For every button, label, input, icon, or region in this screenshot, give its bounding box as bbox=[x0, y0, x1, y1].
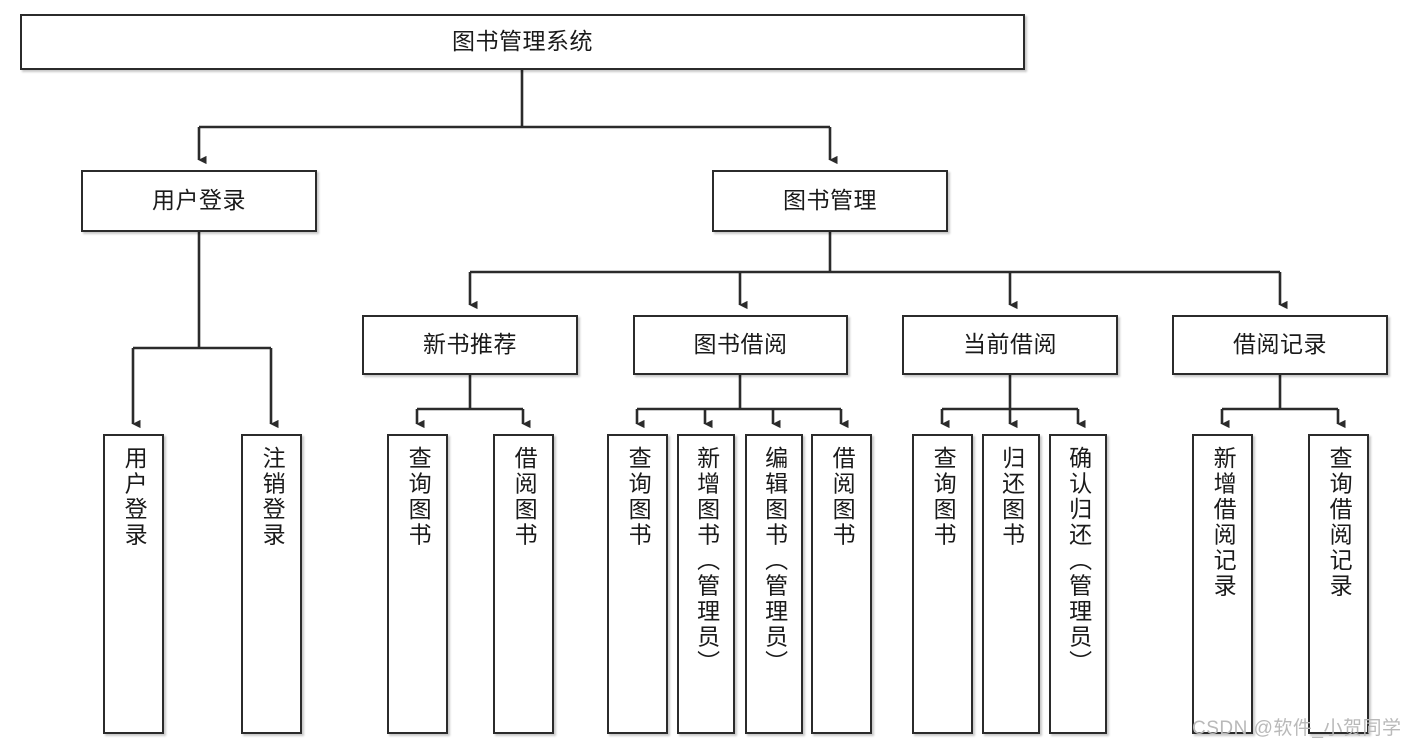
node-borrow-records-label: 借阅记录 bbox=[1233, 331, 1327, 358]
node-leaf-borrow-books-borrow[interactable]: 借阅图书 bbox=[811, 434, 872, 734]
node-leaf-edit-book-admin-label: 编辑图书（管理员） bbox=[761, 446, 788, 676]
node-current-borrow-label: 当前借阅 bbox=[963, 331, 1057, 358]
node-leaf-borrow-books-borrow-label: 借阅图书 bbox=[829, 446, 856, 548]
node-leaf-confirm-return-admin-label: 确认归还（管理员） bbox=[1065, 446, 1092, 676]
node-borrow-records[interactable]: 借阅记录 bbox=[1172, 315, 1388, 375]
node-current-borrow[interactable]: 当前借阅 bbox=[902, 315, 1118, 375]
node-root-label: 图书管理系统 bbox=[452, 28, 593, 55]
node-leaf-user-login-label: 用户登录 bbox=[121, 446, 148, 548]
node-leaf-add-borrow-record-label: 新增借阅记录 bbox=[1210, 446, 1237, 599]
node-leaf-query-books-current[interactable]: 查询图书 bbox=[912, 434, 973, 734]
node-leaf-logout[interactable]: 注销登录 bbox=[241, 434, 302, 734]
node-leaf-edit-book-admin[interactable]: 编辑图书（管理员） bbox=[745, 434, 803, 734]
node-book-management-label: 图书管理 bbox=[783, 187, 877, 214]
node-leaf-query-books-borrow[interactable]: 查询图书 bbox=[607, 434, 668, 734]
node-user-login-label: 用户登录 bbox=[152, 187, 246, 214]
node-book-management[interactable]: 图书管理 bbox=[712, 170, 948, 232]
node-leaf-logout-label: 注销登录 bbox=[259, 446, 286, 548]
node-leaf-query-books-newbook-label: 查询图书 bbox=[405, 446, 432, 548]
node-leaf-query-books-newbook[interactable]: 查询图书 bbox=[387, 434, 448, 734]
node-book-borrow-label: 图书借阅 bbox=[693, 331, 788, 358]
node-user-login[interactable]: 用户登录 bbox=[81, 170, 317, 232]
node-new-book-recommend-label: 新书推荐 bbox=[423, 331, 517, 358]
node-leaf-query-books-current-label: 查询图书 bbox=[930, 446, 957, 548]
node-leaf-add-borrow-record[interactable]: 新增借阅记录 bbox=[1192, 434, 1253, 734]
node-leaf-borrow-books-newbook[interactable]: 借阅图书 bbox=[493, 434, 554, 734]
csdn-watermark: CSDN @软件_小贺同学 bbox=[1192, 718, 1402, 739]
node-leaf-confirm-return-admin[interactable]: 确认归还（管理员） bbox=[1049, 434, 1107, 734]
node-root[interactable]: 图书管理系统 bbox=[20, 14, 1025, 70]
node-new-book-recommend[interactable]: 新书推荐 bbox=[362, 315, 578, 375]
node-book-borrow[interactable]: 图书借阅 bbox=[633, 315, 848, 375]
node-leaf-borrow-books-newbook-label: 借阅图书 bbox=[511, 446, 538, 548]
node-leaf-query-borrow-record-label: 查询借阅记录 bbox=[1326, 446, 1353, 599]
node-leaf-return-books[interactable]: 归还图书 bbox=[982, 434, 1040, 734]
node-leaf-return-books-label: 归还图书 bbox=[998, 446, 1025, 548]
node-leaf-query-borrow-record[interactable]: 查询借阅记录 bbox=[1308, 434, 1369, 734]
node-leaf-user-login[interactable]: 用户登录 bbox=[103, 434, 164, 734]
node-leaf-add-book-admin[interactable]: 新增图书（管理员） bbox=[677, 434, 735, 734]
node-leaf-add-book-admin-label: 新增图书（管理员） bbox=[693, 446, 720, 676]
node-leaf-query-books-borrow-label: 查询图书 bbox=[625, 446, 652, 548]
